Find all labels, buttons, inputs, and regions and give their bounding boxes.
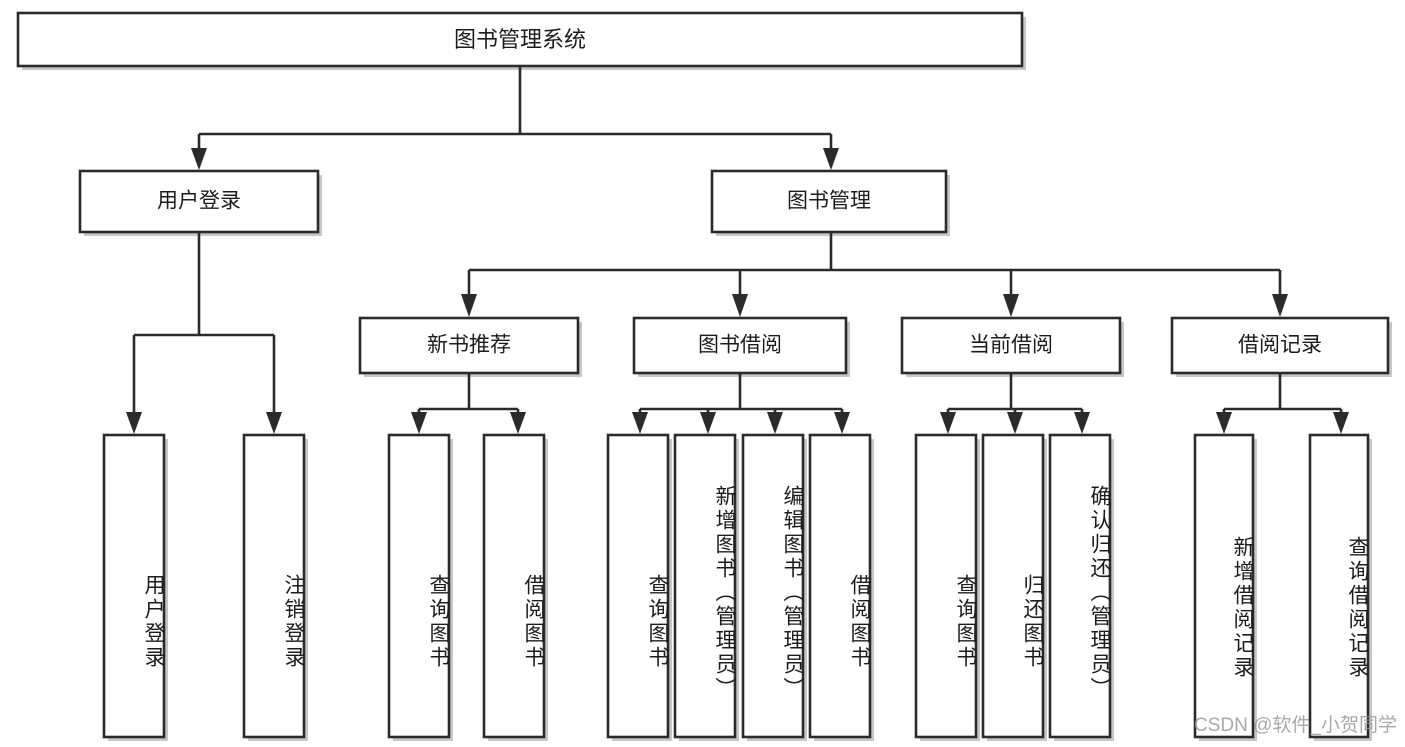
node-book-borrow-box[interactable] bbox=[632, 316, 848, 375]
node-borrow-record-box[interactable] bbox=[1170, 316, 1390, 375]
node-borrow-record-label: 借阅记录 bbox=[1238, 334, 1322, 357]
node-user-login-label: 用户登录 bbox=[157, 190, 241, 213]
node-user-login-box[interactable] bbox=[78, 169, 320, 234]
leaf-box-current-borrow-1[interactable] bbox=[981, 433, 1045, 739]
leaf-box-user-login-0[interactable] bbox=[102, 433, 166, 739]
node-root-box[interactable] bbox=[16, 11, 1024, 68]
leaf-box-book-borrow-3[interactable] bbox=[808, 433, 872, 739]
node-current-borrow-box[interactable] bbox=[900, 316, 1122, 375]
leaf-box-borrow-record-0[interactable] bbox=[1193, 433, 1255, 739]
leaf-box-user-login-1[interactable] bbox=[242, 433, 306, 739]
node-root-label: 图书管理系统 bbox=[454, 27, 586, 52]
leaf-box-new-book-0[interactable] bbox=[387, 433, 451, 739]
leaf-box-current-borrow-2[interactable] bbox=[1048, 433, 1112, 739]
node-new-book-recommend-box[interactable] bbox=[358, 316, 580, 375]
node-book-manage-box[interactable] bbox=[710, 169, 948, 234]
node-book-borrow-label: 图书借阅 bbox=[698, 334, 782, 357]
node-labels: 图书管理系统 用户登录 图书管理 新书推荐 图书借阅 当前借阅 借阅记录 bbox=[157, 27, 1322, 357]
leaf-box-current-borrow-0[interactable] bbox=[914, 433, 978, 739]
node-boxes bbox=[16, 11, 1390, 739]
leaf-box-borrow-record-1[interactable] bbox=[1308, 433, 1370, 739]
leaf-box-new-book-1[interactable] bbox=[482, 433, 546, 739]
node-new-book-recommend-label: 新书推荐 bbox=[427, 334, 511, 357]
connectors bbox=[126, 66, 1349, 434]
csdn-watermark: CSDN @软件_小贺同学 bbox=[1194, 715, 1397, 736]
node-current-borrow-label: 当前借阅 bbox=[969, 334, 1053, 357]
leaf-box-book-borrow-0[interactable] bbox=[606, 433, 670, 739]
leaf-box-book-borrow-1[interactable] bbox=[673, 433, 737, 739]
leaf-box-book-borrow-2[interactable] bbox=[741, 433, 805, 739]
node-book-manage-label: 图书管理 bbox=[787, 190, 871, 213]
